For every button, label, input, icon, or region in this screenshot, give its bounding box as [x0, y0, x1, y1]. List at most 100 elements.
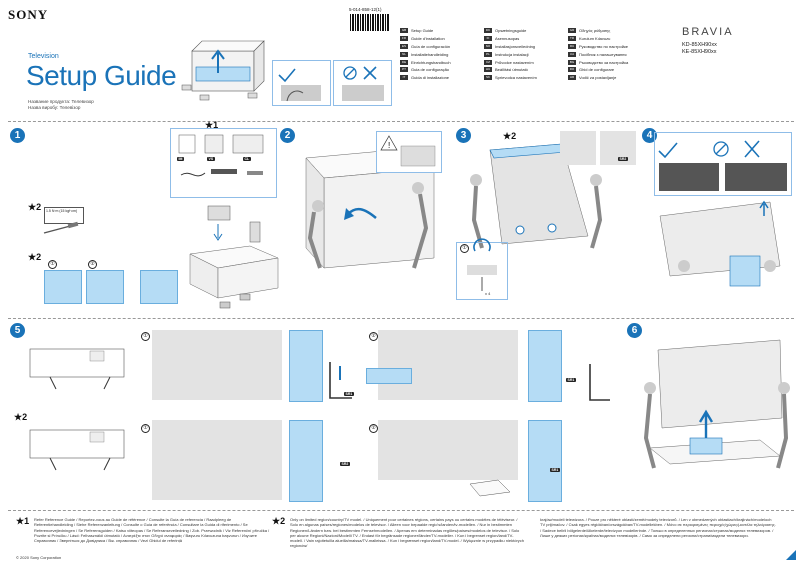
- tag-cl: CL: [243, 157, 251, 161]
- no-press-panel: [333, 60, 392, 106]
- step-4-ok-ng-icons: [658, 140, 787, 191]
- product-category: Television: [28, 53, 59, 60]
- count-x4: x 4: [485, 291, 491, 296]
- screw-spec-box: 1.5 N·m (15 kgf·cm): [44, 207, 84, 224]
- footnote-star2-continued: krajów/modeli telewizora. / Pouze pro ně…: [540, 517, 776, 538]
- subtitle-line-ua: Назва виробу: Телевізор: [28, 105, 81, 110]
- star2-marker-step1: ★2: [28, 202, 42, 212]
- step-5-alt-panel-1: [152, 420, 282, 500]
- step-2-warning-panel: !: [376, 131, 442, 173]
- page-title: Setup Guide: [26, 60, 177, 91]
- handling-panel: [272, 60, 331, 106]
- tag-vs: VS: [207, 157, 215, 161]
- step-5-alt-panel-2: [378, 420, 518, 480]
- step-1-clip-2: [86, 270, 124, 304]
- step-1-sub-1: ①: [48, 260, 57, 269]
- warning-icon: !: [380, 135, 436, 167]
- model-numbers: KD-85XH90xx KE-85XH90xx: [682, 42, 717, 56]
- divider-mid: [8, 318, 794, 319]
- model-kd: KD-85XH90xx: [682, 42, 717, 48]
- step-1-clip-3: [140, 270, 178, 304]
- step-4-badge: 4: [642, 128, 657, 143]
- step-1-accessories: IM VS CL: [170, 128, 277, 198]
- footnote-star1-marker: ★1: [16, 516, 30, 526]
- tag-sr2-step5a: SR2: [340, 462, 350, 466]
- subtitle: Название продукта: Телевизор Назва вироб…: [28, 99, 108, 111]
- step-5-panel-1: [152, 330, 282, 400]
- step-4-illustration: [650, 196, 790, 306]
- brand-name: BRAVIA: [682, 26, 734, 38]
- step-5-stand-2: [528, 330, 562, 402]
- box-lift-illustration: [181, 40, 265, 101]
- header-illustration-unpacking: [180, 33, 270, 103]
- step-5-cover-1: [366, 368, 412, 384]
- star1-marker: ★1: [205, 120, 219, 130]
- step-5-alt-sub-2: ②: [369, 424, 378, 433]
- star2-marker-step1b: ★2: [28, 252, 42, 262]
- tag-sr1-step5c: SR1: [550, 468, 560, 472]
- header-illustration-handling: [272, 60, 332, 106]
- screw-spec-text: 1.5 N·m (15 kgf·cm): [46, 209, 78, 213]
- tag-sr1-step5b: SR1: [566, 378, 576, 382]
- footnote-star1-text: Refer Reference Guide / Reportez-vous au…: [34, 517, 270, 544]
- header-illustration-no-press: [333, 60, 393, 106]
- copyright: © 2020 Sony Corporation: [16, 555, 62, 560]
- step-5-stand-1: [289, 330, 323, 402]
- star2-marker-step5: ★2: [14, 412, 28, 422]
- accessories-illustration: [178, 134, 264, 177]
- step-2-badge: 2: [280, 128, 295, 143]
- step-5-alt-plate: [468, 478, 512, 498]
- step-1-badge: 1: [10, 128, 25, 143]
- divider-top: [8, 121, 794, 122]
- step-4-handling-panel: [654, 132, 792, 196]
- sony-logo: SONY: [8, 7, 49, 22]
- step-5-bracket-2: [580, 362, 616, 406]
- step-5-sub-2: ②: [369, 332, 378, 341]
- step-6-badge: 6: [627, 323, 642, 338]
- step-5-bracket-1: [322, 360, 358, 404]
- step-5-tv-side: [26, 345, 126, 393]
- corner-arrow-icon: [784, 548, 798, 562]
- step-6-illustration: [640, 338, 790, 478]
- step-3-badge: 3: [456, 128, 471, 143]
- step-5-alt-sub-1: ①: [141, 424, 150, 433]
- step-1-clip-1: [44, 270, 82, 304]
- footnote-star2-text: Only on limited region/country/TV model.…: [290, 517, 524, 549]
- subtitle-line-ru: Название продукта: Телевизор: [28, 99, 94, 104]
- stand-assembly-illustration: [180, 198, 280, 316]
- step-5-alt-tv-side: [26, 426, 126, 474]
- step-3-detail: x 4: [456, 238, 508, 300]
- star2-marker-step3: ★2: [503, 131, 517, 141]
- part-sr1: [560, 131, 596, 165]
- footnote-star2-marker: ★2: [272, 516, 286, 526]
- svg-text:!: !: [388, 141, 390, 150]
- screwdriver-icon: [42, 221, 80, 234]
- step-5-alt-stand-1: [289, 420, 323, 502]
- tag-sr1-step5a: SR1: [344, 392, 354, 396]
- step-5-badge: 5: [10, 323, 25, 338]
- tag-im: IM: [177, 157, 184, 161]
- step-3-parts-panel: SR2: [560, 131, 638, 167]
- hand-touch-icon: [278, 68, 321, 102]
- barcode: [350, 14, 390, 31]
